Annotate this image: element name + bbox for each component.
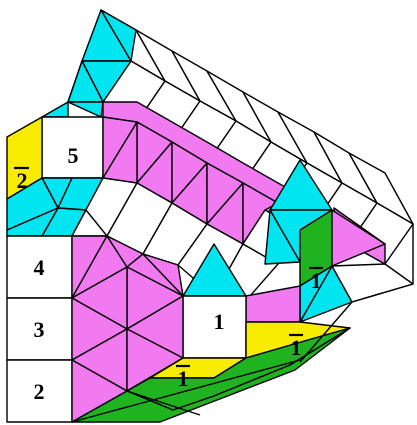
label-bar-2: 2 (17, 168, 28, 193)
magenta-triangle (142, 253, 184, 297)
label-5: 5 (68, 143, 79, 168)
label-bar-1-yellow-left: 1 (178, 366, 189, 391)
magenta-triangle (331, 209, 386, 267)
label-1: 1 (214, 309, 225, 334)
cyan-triangle (67, 101, 104, 118)
label-2: 2 (34, 379, 45, 404)
label-bar-1-yellow-right: 1 (291, 335, 302, 360)
label-3: 3 (34, 317, 45, 342)
cyan-triangle (264, 209, 301, 265)
label-4: 4 (34, 255, 45, 280)
edge-line (126, 390, 201, 416)
label-bar-1-green: 1 (311, 268, 322, 293)
cyan-triangle (100, 9, 137, 62)
edge-line (71, 359, 301, 423)
boundary-edge (299, 224, 414, 363)
cyan-triangle (41, 101, 69, 118)
green-band (71, 327, 351, 423)
